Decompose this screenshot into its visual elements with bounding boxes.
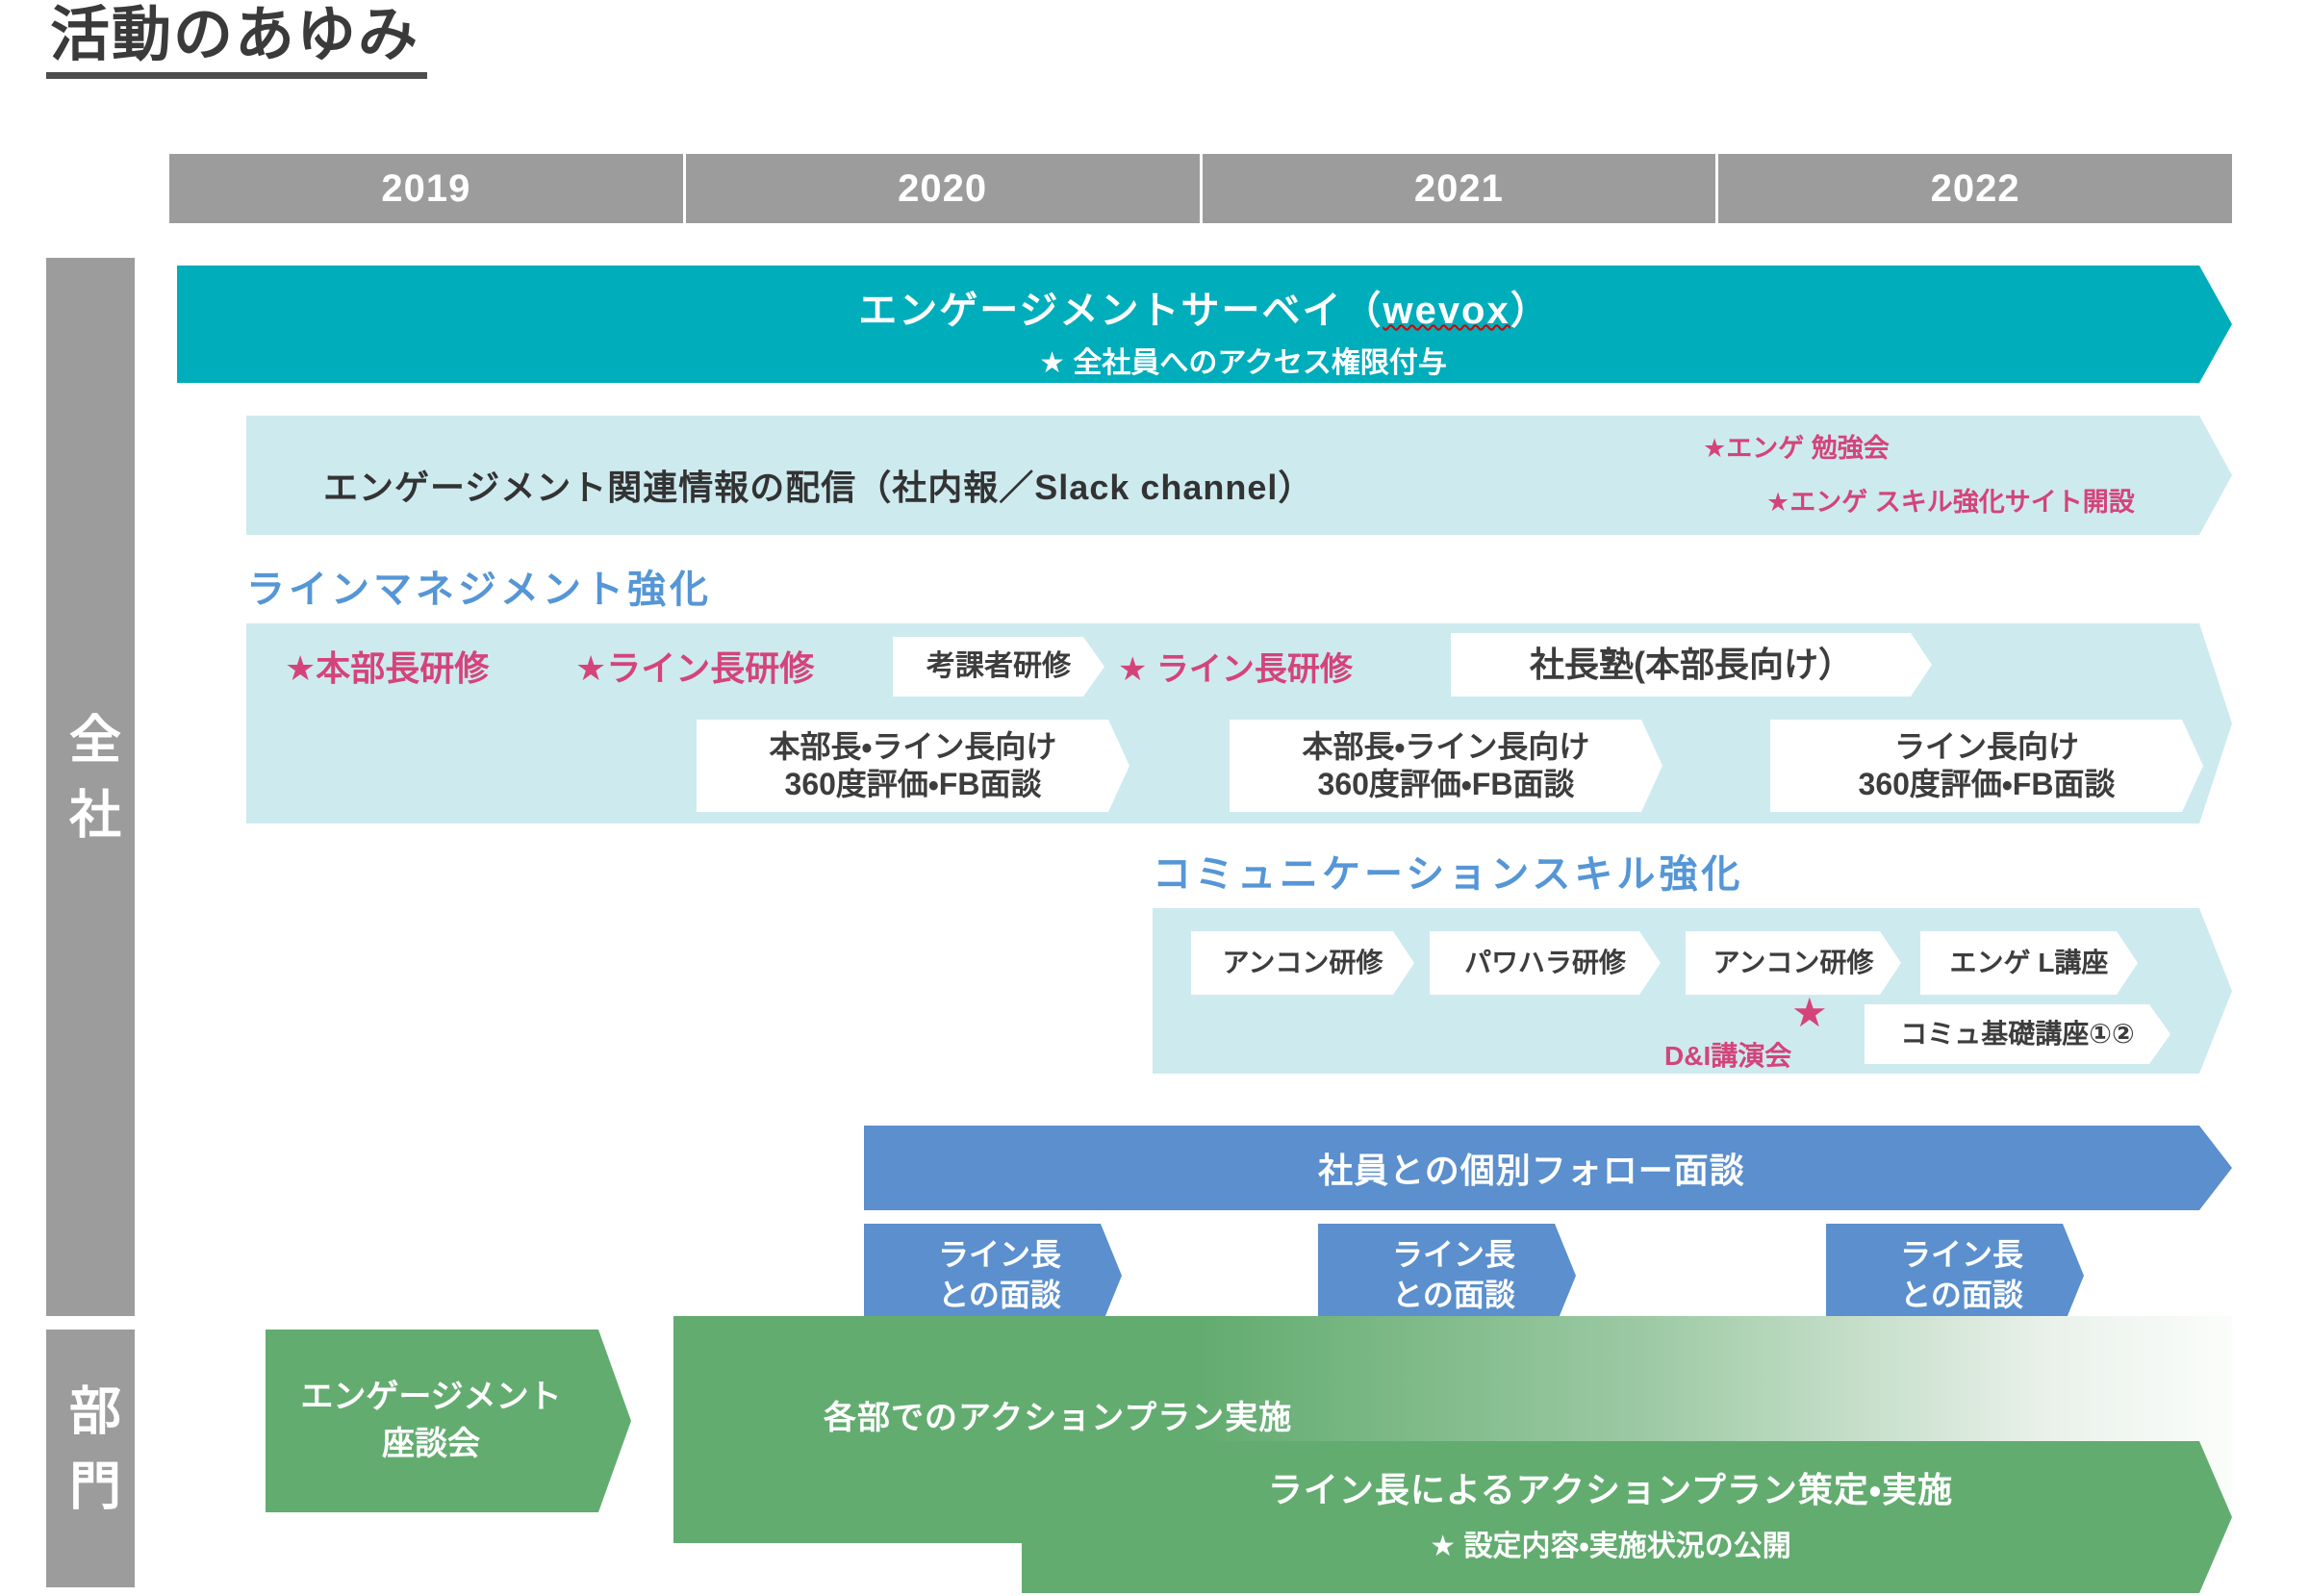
year-cell-2019: 2019 (169, 154, 686, 223)
info-distribution-text: エンゲージメント関連情報の配信（社内報／Slack channel） (323, 468, 1314, 507)
chip-line-2: 360度評価・FB面談 (1858, 767, 2116, 801)
blue-chip-line-cho-interview-2: ライン長 との面談 (1318, 1224, 1576, 1328)
year-header: 2019 2020 2021 2022 (169, 154, 2232, 223)
chip-line-2: 360度評価・FB面談 (784, 767, 1042, 801)
white-chip-kokasha-kenshu: 考課者研修 (893, 637, 1104, 697)
pink-item-line-cho-kenshu-1: ★ライン長研修 (575, 648, 815, 688)
year-cell-2021: 2021 (1202, 154, 1719, 223)
chip-line-1: 考課者研修 (926, 649, 1071, 682)
white-chip-powerhara-kenshu: パワハラ研修 (1430, 931, 1661, 995)
white-chip-shachojuku: 社長塾(本部長向け） (1451, 633, 1932, 697)
green-bar-line-cho-title: ライン長によるアクションプラン策定・実施 (1267, 1470, 1954, 1509)
page-title: 活動のあゆみ (46, 4, 428, 80)
green-bar-line-cho-action-plan: ライン長によるアクションプラン策定・実施 ★ 設定内容・実施状況の公開 (1022, 1441, 2232, 1593)
section-heading-comm-skill: コミュニケーションスキル強化 (1153, 853, 1744, 896)
engagement-survey-note: ★ 全社員へのアクセス権限付与 (1039, 347, 1447, 379)
chip-line-1: 本部長・ライン長向け (1302, 728, 1590, 764)
blue-chip-line-cho-interview-3: ライン長 との面談 (1826, 1224, 2084, 1328)
blue-chip-line-cho-interview-1: ライン長 との面談 (864, 1224, 1122, 1328)
green-chip-engagement-zadankai: エンゲージメント 座談会 (266, 1330, 631, 1512)
green-bar-line-cho-note: ★ 設定内容・実施状況の公開 (1430, 1531, 1791, 1562)
pink-star-icon-di: ★ (1791, 990, 1828, 1035)
white-chip-enge-l-kouza: エンゲ L講座 (1920, 931, 2138, 995)
white-chip-360-evaluation-3: ライン長向け 360度評価・FB面談 (1770, 720, 2203, 812)
white-chip-ancon-kenshu-2: アンコン研修 (1686, 931, 1901, 995)
chip-line-2: 座談会 (382, 1426, 480, 1462)
white-chip-comyu-kiso-kouza: コミュ基礎講座①② (1865, 1004, 2170, 1064)
follow-interview-bar: 社員との個別フォロー面談 (864, 1126, 2232, 1210)
chip-line-1: ライン長向け (1893, 728, 2079, 764)
engagement-survey-title: エンゲージメントサーベイ（wevox） (177, 279, 2232, 335)
chip-line-1: 本部長・ライン長向け (769, 728, 1057, 764)
chip-line-1: 社長塾(本部長向け） (1530, 645, 1853, 685)
pink-item-honbucho-kenshu: ★本部長研修 (285, 648, 490, 688)
chip-line-1: パワハラ研修 (1464, 947, 1626, 977)
chip-line-1: アンコン研修 (1222, 947, 1383, 977)
rail-label-company: 全社 (46, 258, 135, 1316)
survey-title-main: エンゲージメントサーベイ（ (858, 290, 1383, 332)
white-chip-360-evaluation-1: 本部長・ライン長向け 360度評価・FB面談 (697, 720, 1129, 812)
info-note-skill-site: ★エンゲ スキル強化サイト開設 (1766, 488, 2135, 517)
engagement-survey-bar: エンゲージメントサーベイ（wevox） ★ 全社員へのアクセス権限付与 (177, 266, 2232, 383)
white-chip-ancon-kenshu-1: アンコン研修 (1191, 931, 1414, 995)
year-cell-2020: 2020 (685, 154, 1203, 223)
section-heading-line-management: ラインマネジメント強化 (246, 569, 712, 611)
year-cell-2022: 2022 (1718, 154, 2232, 223)
info-note-study-session: ★エンゲ 勉強会 (1703, 434, 1890, 463)
pink-item-line-cho-kenshu-2: ★ ライン長研修 (1118, 651, 1353, 688)
rail-label-department: 部門 (46, 1330, 135, 1587)
info-distribution-band: エンゲージメント関連情報の配信（社内報／Slack channel） (246, 416, 2232, 535)
chip-line-1: ライン長 (1391, 1237, 1515, 1273)
chip-line-2: との面談 (1392, 1278, 1515, 1312)
pink-note-di-lecture: D&I講演会 (1664, 1041, 1792, 1071)
chip-line-1: アンコン研修 (1713, 947, 1874, 977)
chip-line-1: コミュ基礎講座①② (1900, 1018, 2135, 1049)
white-chip-360-evaluation-2: 本部長・ライン長向け 360度評価・FB面談 (1230, 720, 1662, 812)
chip-line-1: ライン長 (1899, 1237, 2023, 1273)
chip-line-1: ライン長 (937, 1237, 1061, 1273)
chip-line-2: との面談 (1900, 1278, 2023, 1312)
survey-title-tail: ） (1510, 290, 1551, 332)
chip-line-1: エンゲージメント (300, 1378, 562, 1415)
chip-line-2: 360度評価・FB面談 (1317, 767, 1575, 801)
green-bar-action-plan-text: 各部でのアクションプラン実施 (824, 1400, 1293, 1436)
survey-brand-wevox: wevox (1383, 290, 1510, 332)
chip-line-1: エンゲ L講座 (1949, 947, 2109, 977)
chip-line-2: との面談 (938, 1278, 1061, 1312)
